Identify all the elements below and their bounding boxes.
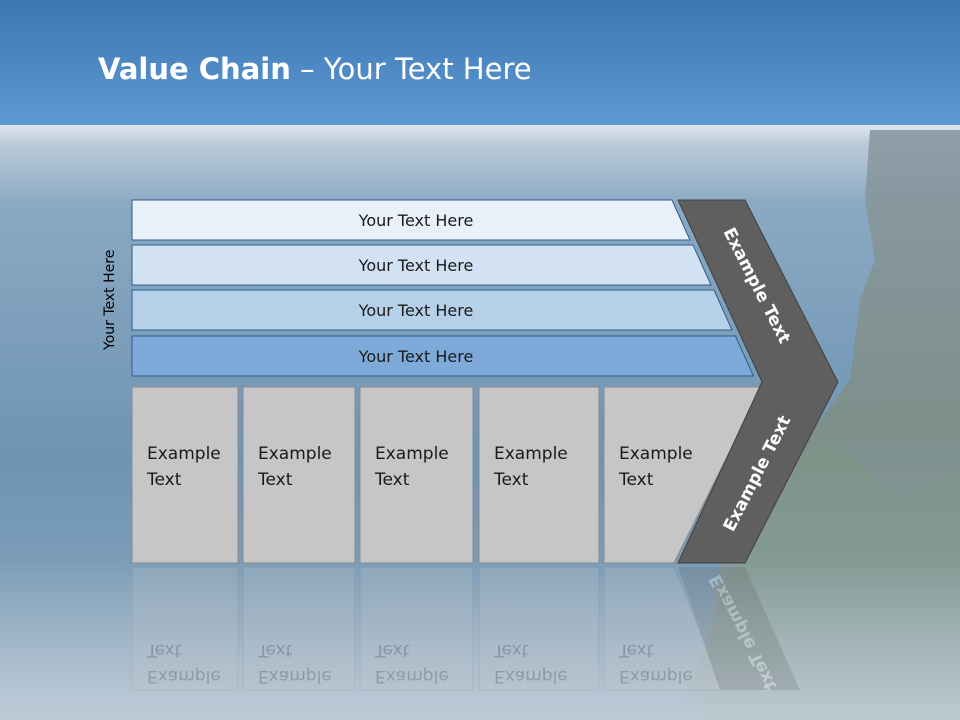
value-column-label-line2: Text [146, 470, 182, 490]
value-column-label-line1: Example [375, 444, 449, 464]
reflected-column-label-line2: Text [374, 640, 410, 660]
value-column [359, 386, 474, 564]
reflected-column [478, 566, 600, 691]
reflected-column-label-line2: Text [257, 640, 293, 660]
value-bar-label: Your Text Here [358, 347, 474, 366]
value-column-label-line1: Example [494, 444, 568, 464]
value-column [478, 386, 600, 564]
value-column-label-line2: Text [618, 470, 654, 490]
reflected-chevron [678, 567, 800, 690]
value-bar [131, 289, 733, 331]
value-column-label-line1: Example [147, 444, 221, 464]
chevron-arrow [677, 199, 839, 564]
value-bar-label: Your Text Here [358, 256, 474, 275]
reflected-column [359, 566, 474, 691]
reflected-column-label-line1: Example [147, 666, 221, 686]
reflected-column-label-line1: Example [494, 666, 568, 686]
title-bold: Value Chain [98, 52, 291, 86]
reflected-column-label-line2: Text [618, 640, 654, 660]
reflected-column-label-line2: Text [146, 640, 182, 660]
value-bar [131, 335, 755, 377]
value-bar [131, 199, 691, 241]
slide-title: Value Chain – Your Text Here [98, 52, 532, 86]
value-bar [131, 244, 712, 286]
value-column [131, 386, 239, 564]
reflected-column-label-line2: Text [493, 640, 529, 660]
value-column-label-line2: Text [257, 470, 293, 490]
reflected-column-label-line1: Example [375, 666, 449, 686]
reflected-column-label-line1: Example [258, 666, 332, 686]
reflected-column [131, 566, 239, 691]
value-column [603, 386, 763, 564]
value-column-label-line1: Example [258, 444, 332, 464]
reflected-column [603, 566, 725, 691]
value-column-label-line1: Example [619, 444, 693, 464]
value-bar-label: Your Text Here [358, 211, 474, 230]
title-rest: – Your Text Here [290, 52, 532, 86]
reflected-column [242, 566, 356, 691]
reflected-column-label-line1: Example [619, 666, 693, 686]
value-bar-label: Your Text Here [358, 301, 474, 320]
value-column-label-line2: Text [493, 470, 529, 490]
value-column-label-line2: Text [374, 470, 410, 490]
value-column [242, 386, 356, 564]
